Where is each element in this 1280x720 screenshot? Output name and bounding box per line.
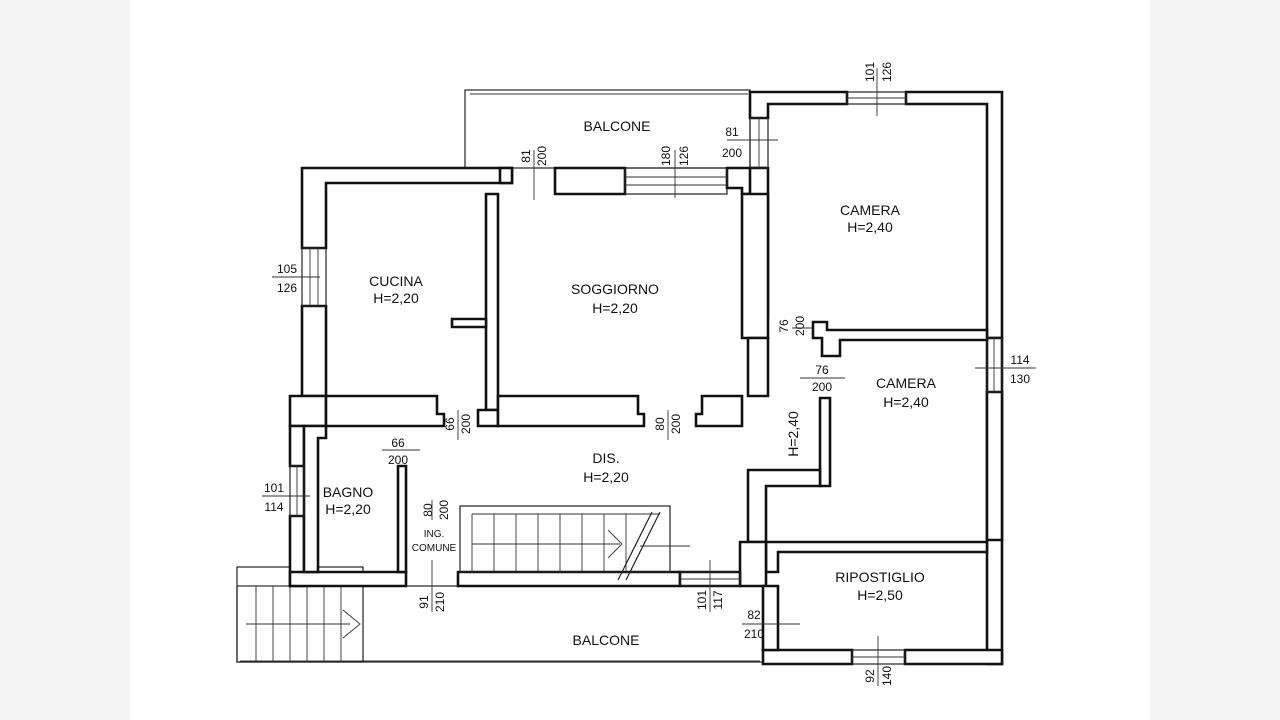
camera-2-height: H=2,40: [883, 394, 929, 410]
dim-soggiorno-window-w: 180: [659, 146, 673, 166]
corridor-height-label: H=2,40: [785, 411, 801, 457]
dim-ripostiglio-window-w: 92: [863, 669, 877, 683]
dim-camera-top-h: 126: [880, 62, 894, 82]
dim-camera-door-2-h: 200: [812, 380, 832, 394]
dis-height: H=2,20: [583, 469, 629, 485]
camera-2-name: CAMERA: [876, 375, 937, 391]
interior-walls: [302, 192, 989, 652]
balcone-top-label: BALCONE: [584, 118, 651, 134]
cucina-height: H=2,20: [373, 290, 419, 306]
windows: [289, 91, 1003, 665]
camera-1-name: CAMERA: [840, 202, 901, 218]
dim-entrance-door-h: 200: [437, 500, 451, 520]
dim-soggiorno-window-h: 126: [677, 146, 691, 166]
dim-bagno-door-h: 200: [388, 453, 408, 467]
internal-stairs: [459, 505, 690, 581]
ing-comune-line-2: COMUNE: [412, 543, 457, 554]
camera-1-height: H=2,40: [847, 219, 893, 235]
dim-dis-window-h: 117: [711, 590, 725, 609]
dim-camera-door-1-w: 76: [777, 319, 791, 333]
dim-soggiorno-arch-h: 200: [669, 414, 683, 434]
dim-camera-door-1-h: 200: [793, 316, 807, 336]
soggiorno-name: SOGGIORNO: [571, 281, 659, 297]
dim-ripostiglio-door-h: 210: [744, 627, 764, 641]
dim-balcone-bottom-door-h: 210: [433, 592, 447, 612]
dimension-ticks: [262, 68, 1036, 686]
bagno-name: BAGNO: [323, 484, 374, 500]
ing-comune-line-1: ING.: [424, 529, 445, 540]
dim-ripostiglio-door-w: 82: [747, 608, 761, 622]
dim-bagno-window-h: 114: [264, 500, 283, 514]
dim-cucina-door-w: 66: [443, 417, 457, 431]
dim-camera-door-2-w: 76: [815, 363, 829, 377]
dim-dis-window-w: 101: [695, 590, 709, 610]
dim-bagno-window-w: 101: [264, 481, 284, 495]
dim-soggiorno-door-w: 81: [519, 149, 533, 163]
dim-camera-top-w: 101: [863, 62, 877, 82]
ripostiglio-height: H=2,50: [857, 587, 903, 603]
dim-cucina-window-h: 126: [277, 281, 297, 295]
bagno-height: H=2,20: [325, 501, 371, 517]
dim-soggiorno-door-h: 200: [535, 146, 549, 166]
dim-ripostiglio-window-h: 140: [880, 666, 894, 686]
dim-balcone-door-h: 200: [722, 146, 742, 160]
balcone-bottom-label: BALCONE: [573, 632, 640, 648]
dim-camera-right-window-h: 130: [1010, 372, 1030, 386]
dim-balcone-door-w: 81: [725, 125, 739, 139]
dim-bagno-door-w: 66: [391, 436, 405, 450]
dim-camera-right-window-w: 114: [1010, 353, 1029, 367]
floor-plan: BALCONE CUCINA H=2,20 SOGGIORNO H=2,20 C…: [236, 62, 1036, 686]
dis-name: DIS.: [592, 450, 619, 466]
dim-cucina-door-h: 200: [459, 414, 473, 434]
ripostiglio-name: RIPOSTIGLIO: [835, 569, 925, 585]
dim-soggiorno-arch-w: 80: [653, 417, 667, 431]
room-labels: BALCONE CUCINA H=2,20 SOGGIORNO H=2,20 C…: [323, 118, 937, 648]
soggiorno-height: H=2,20: [592, 300, 638, 316]
opening-dimensions: 101 126 81 200 81 200 180 126 105 126 76…: [264, 62, 1030, 686]
drawing-sheet: BALCONE CUCINA H=2,20 SOGGIORNO H=2,20 C…: [130, 0, 1150, 720]
cucina-name: CUCINA: [369, 273, 423, 289]
dim-balcone-bottom-door-w: 91: [417, 595, 431, 609]
dim-cucina-window-w: 105: [277, 262, 297, 276]
dim-entrance-door-w: 80: [421, 503, 435, 517]
